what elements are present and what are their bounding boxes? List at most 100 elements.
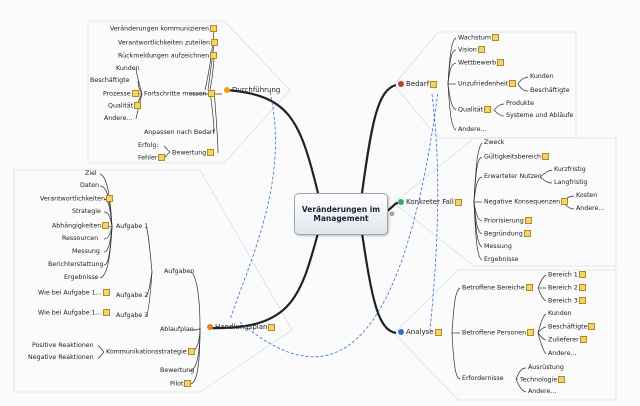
note-icon bbox=[131, 90, 139, 97]
subtopic[interactable]: Wachstum bbox=[458, 34, 500, 43]
subtopic[interactable]: Aufgabe 2 bbox=[116, 292, 149, 299]
subtopic-item[interactable]: Produkte bbox=[506, 100, 534, 107]
subtopic[interactable]: Priorisierung bbox=[484, 217, 532, 226]
note-icon bbox=[578, 284, 586, 291]
note-icon bbox=[102, 289, 110, 296]
subtopic-item[interactable]: Prozesse bbox=[103, 90, 139, 99]
subtopic-item[interactable]: Qualität bbox=[108, 102, 142, 111]
topic-label: Bedarf bbox=[406, 80, 430, 88]
note-icon bbox=[102, 222, 110, 229]
subtopic-item[interactable]: Ergebnisse bbox=[64, 274, 99, 281]
subtopic-item[interactable]: Kunden bbox=[548, 310, 572, 317]
subtopic[interactable]: Vision bbox=[458, 46, 485, 55]
subtopic-item[interactable]: Kunden bbox=[116, 65, 140, 72]
central-topic[interactable]: Veränderungen im Management ⊕ bbox=[294, 193, 395, 235]
subtopic-item[interactable]: Verantwortlichkeiten bbox=[40, 195, 113, 204]
subtopic[interactable]: Andere... bbox=[458, 126, 487, 133]
subtopic-item[interactable]: Beschäftigte bbox=[548, 323, 596, 332]
subtopic-item[interactable]: Andere... bbox=[576, 205, 605, 212]
subtopic[interactable]: Unzufriedenheit bbox=[458, 80, 517, 89]
subtopic[interactable]: Qualität bbox=[458, 106, 492, 115]
subtopic[interactable]: Pilot bbox=[170, 380, 192, 389]
topic-konkreter-fall[interactable]: Konkreter Fall bbox=[398, 198, 462, 206]
subtopic[interactable]: Aufgaben bbox=[164, 268, 195, 275]
note-icon bbox=[268, 323, 276, 331]
note-icon bbox=[454, 198, 462, 206]
subtopic[interactable]: Betroffene Bereiche bbox=[462, 284, 533, 293]
subtopic-item[interactable]: Ziel bbox=[85, 170, 97, 177]
subtopic-item[interactable]: Bereich 3 bbox=[548, 297, 586, 306]
note-icon bbox=[561, 198, 569, 205]
topic-label: Analyse bbox=[406, 328, 434, 336]
note-icon bbox=[134, 102, 142, 109]
subtopic-item[interactable]: Bereich 1 bbox=[548, 271, 586, 280]
subtopic[interactable]: Ablaufplan bbox=[160, 326, 194, 333]
note-icon bbox=[523, 230, 531, 237]
subtopic[interactable]: Wettbewerb bbox=[458, 59, 505, 68]
subtopic-item[interactable]: Systeme und Abläufe bbox=[506, 112, 574, 119]
subtopic-item[interactable]: Kurzfristig bbox=[554, 166, 586, 173]
subtopic[interactable]: Ergebnisse bbox=[484, 256, 519, 263]
subtopic[interactable]: Rückmeldungen aufzeichnen bbox=[118, 52, 218, 61]
subtopic[interactable]: Begründung bbox=[484, 230, 531, 239]
subtopic-item[interactable]: Technologie bbox=[520, 376, 566, 385]
subtopic-item[interactable]: Andere... bbox=[528, 388, 557, 395]
subtopic-item[interactable]: Abhängigkeiten bbox=[52, 222, 110, 231]
subtopic-item[interactable]: Beschäftigte bbox=[530, 87, 570, 94]
subtopic[interactable]: Messung bbox=[484, 243, 512, 250]
subtopic-item[interactable]: Kosten bbox=[576, 192, 598, 199]
subtopic[interactable]: Verantwortlichkeiten zuteilen bbox=[118, 39, 218, 48]
subtopic-item[interactable]: Langfristig bbox=[554, 179, 588, 186]
subtopic-item[interactable]: Daten bbox=[80, 182, 100, 189]
subtopic-item[interactable]: Fehler bbox=[138, 154, 166, 163]
subtopic[interactable]: Aufgabe 1 bbox=[116, 223, 149, 230]
note-icon bbox=[158, 154, 166, 161]
subtopic[interactable]: Negative Konsequenzen bbox=[484, 198, 569, 207]
topic-label: Handlungsplan bbox=[215, 323, 268, 331]
note-icon bbox=[492, 34, 500, 41]
subtopic[interactable]: Erfordernisse bbox=[462, 375, 504, 382]
note-icon bbox=[558, 376, 566, 383]
subtopic-item[interactable]: Kunden bbox=[530, 73, 554, 80]
subtopic[interactable]: Bewertung bbox=[160, 367, 195, 374]
note-icon bbox=[579, 336, 587, 343]
subtopic[interactable]: Betroffene Personen bbox=[462, 329, 535, 338]
note-icon bbox=[542, 153, 550, 160]
subtopic-item[interactable]: Negative Reaktionen bbox=[28, 354, 94, 361]
subtopic-item[interactable]: Strategie bbox=[72, 208, 101, 215]
subtopic-item[interactable]: Zulieferer bbox=[548, 336, 587, 345]
note-icon bbox=[210, 52, 218, 59]
subtopic[interactable]: Zweck bbox=[484, 139, 505, 146]
topic-durchfuehrung[interactable]: Durchführung bbox=[224, 86, 280, 94]
subtopic-item[interactable]: Ausrüstung bbox=[528, 364, 564, 371]
subtopic-item[interactable]: Wie bei Aufgabe 1... bbox=[38, 309, 110, 318]
subtopic[interactable]: Erwarteter Nutzen bbox=[484, 173, 542, 180]
subtopic[interactable]: Aufgabe 3 bbox=[116, 312, 149, 319]
note-icon bbox=[106, 195, 113, 202]
topic-bedarf[interactable]: Bedarf bbox=[398, 80, 438, 88]
subtopic[interactable]: Anpassen nach Bedarf bbox=[144, 129, 215, 136]
subtopic-item[interactable]: Positive Reaktionen bbox=[32, 342, 94, 349]
note-icon bbox=[207, 149, 215, 156]
subtopic-item[interactable]: Beschäftigte bbox=[90, 77, 130, 84]
note-icon bbox=[524, 217, 532, 224]
central-topic-line1: Veränderungen im bbox=[301, 205, 381, 214]
topic-handlungsplan[interactable]: Handlungsplan bbox=[207, 323, 276, 331]
subtopic-item[interactable]: Erfolg: bbox=[138, 142, 159, 149]
subtopic-item[interactable]: Berichterstattung bbox=[48, 261, 104, 268]
subtopic-item[interactable]: Andere... bbox=[104, 115, 133, 122]
subtopic-item[interactable]: Andere... bbox=[548, 350, 577, 357]
subtopic-item[interactable]: Ressourcen bbox=[62, 235, 99, 242]
subtopic[interactable]: Fortschritte messen bbox=[144, 90, 215, 99]
subtopic-item[interactable]: Messung bbox=[72, 248, 100, 255]
subtopic[interactable]: Bewertung bbox=[172, 149, 215, 158]
priority-icon bbox=[224, 87, 230, 93]
subtopic[interactable]: Kommunikationsstrategie bbox=[106, 348, 195, 357]
priority-icon bbox=[398, 81, 404, 87]
topic-analyse[interactable]: Analyse bbox=[398, 328, 442, 336]
subtopic[interactable]: Gültigkeitsbereich bbox=[484, 153, 550, 162]
subtopic-item[interactable]: Wie bei Aufgabe 1... bbox=[38, 289, 110, 298]
subtopic-item[interactable]: Bereich 2 bbox=[548, 284, 586, 293]
subtopic[interactable]: Veränderungen kommunizieren bbox=[110, 25, 217, 34]
note-icon bbox=[525, 284, 533, 291]
